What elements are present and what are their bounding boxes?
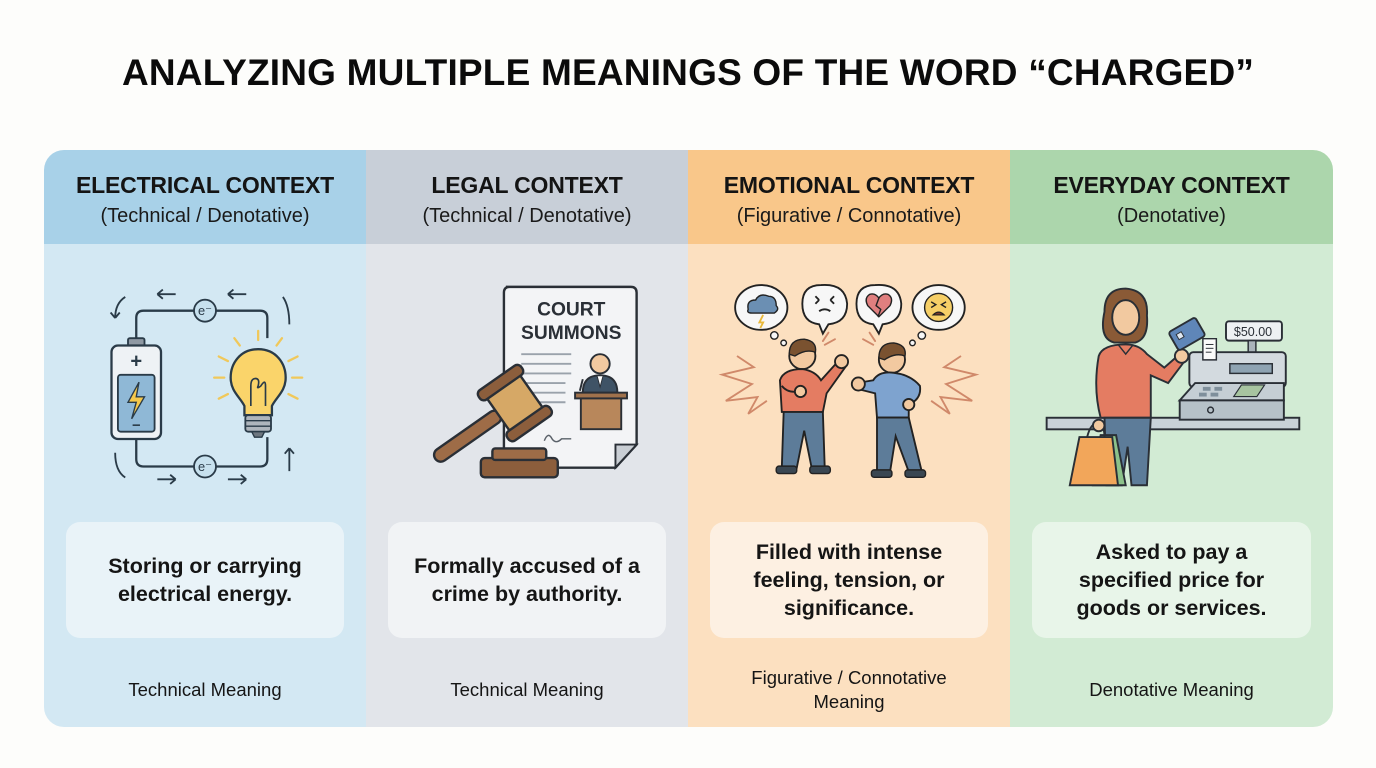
meaning-type-label: Technical Meaning	[450, 679, 604, 700]
column-body: e⁻ e⁻ + −	[44, 244, 366, 727]
svg-text:e⁻: e⁻	[198, 303, 212, 318]
gavel-court-summons-icon: COURT SUMMONS	[366, 274, 688, 494]
meaning-type-label: Figurative / Connotative Meaning	[751, 667, 947, 712]
context-board: ELECTRICAL CONTEXT (Technical / Denotati…	[44, 150, 1333, 727]
page-title: ANALYZING MULTIPLE MEANINGS OF THE WORD …	[121, 52, 1255, 93]
arguing-people-icon	[688, 274, 1010, 494]
meaning-type-label: Technical Meaning	[128, 679, 282, 700]
svg-text:−: −	[132, 418, 141, 434]
column-subheading: (Technical / Denotative)	[100, 205, 310, 227]
column-body: Filled with intense feeling, tension, or…	[688, 244, 1010, 727]
definition-card: Formally accused of a crime by authority…	[388, 522, 666, 638]
column-heading: EVERYDAY CONTEXT	[1053, 172, 1290, 198]
column-emotional: EMOTIONAL CONTEXT (Figurative / Connotat…	[688, 150, 1010, 727]
svg-text:$50.00: $50.00	[1233, 325, 1271, 339]
definition-card: Filled with intense feeling, tension, or…	[710, 522, 988, 638]
column-body: $50.00	[1010, 244, 1333, 727]
meaning-type-label: Denotative Meaning	[1089, 679, 1254, 700]
column-legal: LEGAL CONTEXT (Technical / Denotative) C…	[366, 150, 688, 727]
column-header: EVERYDAY CONTEXT (Denotative)	[1010, 150, 1333, 244]
svg-text:SUMMONS: SUMMONS	[521, 323, 622, 344]
column-heading: LEGAL CONTEXT	[431, 172, 623, 198]
column-everyday: EVERYDAY CONTEXT (Denotative) $50.00	[1010, 150, 1333, 727]
column-electrical: ELECTRICAL CONTEXT (Technical / Denotati…	[44, 150, 366, 727]
definition-card: Asked to pay a specified price for goods…	[1032, 522, 1311, 638]
shopper-cash-register-icon: $50.00	[1010, 274, 1333, 494]
svg-text:+: +	[130, 351, 142, 373]
column-header: LEGAL CONTEXT (Technical / Denotative)	[366, 150, 688, 244]
column-header: EMOTIONAL CONTEXT (Figurative / Connotat…	[688, 150, 1010, 244]
svg-text:e⁻: e⁻	[198, 459, 212, 474]
definition-card: Storing or carrying electrical energy.	[66, 522, 344, 638]
column-subheading: (Technical / Denotative)	[422, 205, 632, 227]
column-header: ELECTRICAL CONTEXT (Technical / Denotati…	[44, 150, 366, 244]
column-subheading: (Denotative)	[1117, 205, 1226, 227]
column-heading: ELECTRICAL CONTEXT	[76, 172, 334, 198]
battery-lightbulb-circuit-icon: e⁻ e⁻ + −	[44, 274, 366, 494]
svg-text:COURT: COURT	[537, 300, 606, 321]
column-heading: EMOTIONAL CONTEXT	[723, 172, 975, 198]
column-subheading: (Figurative / Connotative)	[736, 205, 962, 227]
column-body: COURT SUMMONS	[366, 244, 688, 727]
